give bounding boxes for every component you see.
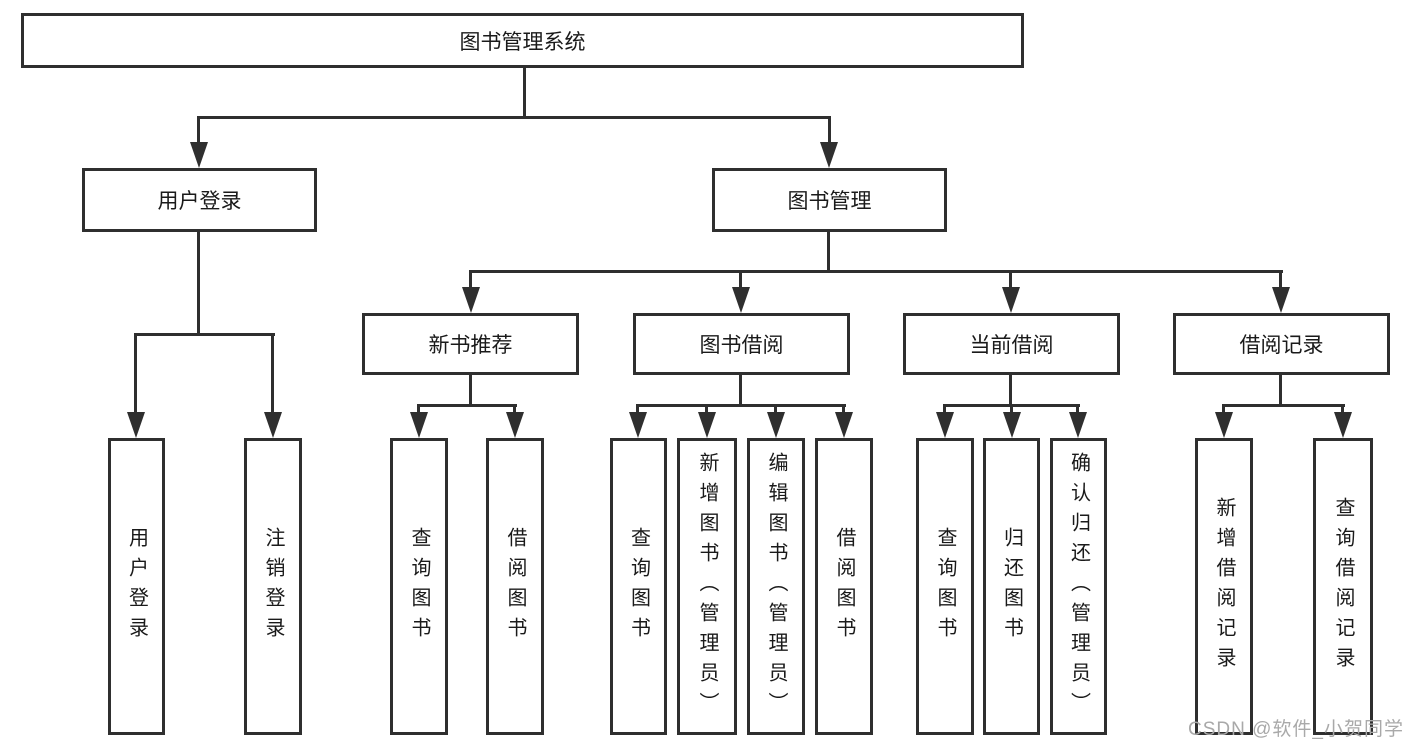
connector-line xyxy=(523,68,526,118)
leaf-user-login-label: 用户登录 xyxy=(125,526,148,647)
arrow-down-icon xyxy=(190,142,208,168)
connector-line xyxy=(1222,404,1225,414)
arrow-down-icon xyxy=(1215,412,1233,438)
csdn-watermark: CSDN @软件_小贺同学 xyxy=(1188,719,1404,740)
leaf-current-return: 归还图书 xyxy=(983,438,1040,735)
connector-line xyxy=(739,270,742,289)
leaf-newbook-query: 查询图书 xyxy=(390,438,448,735)
node-book-borrow-label: 图书借阅 xyxy=(699,334,784,357)
connector-line xyxy=(739,375,742,406)
connector-line xyxy=(842,404,845,414)
node-user-login-label: 用户登录 xyxy=(157,190,242,213)
leaf-newbook-borrow: 借阅图书 xyxy=(486,438,544,735)
arrow-down-icon xyxy=(698,412,716,438)
connector-line xyxy=(469,270,1283,273)
leaf-borrow-query: 查询图书 xyxy=(610,438,667,735)
leaf-current-return-label: 归还图书 xyxy=(1000,526,1023,647)
arrow-down-icon xyxy=(1002,287,1020,313)
leaf-borrow-add: 新增图书（管理员） xyxy=(677,438,737,735)
arrow-down-icon xyxy=(1272,287,1290,313)
arrow-down-icon xyxy=(1069,412,1087,438)
connector-line xyxy=(197,116,200,144)
leaf-borrow-edit-label: 编辑图书（管理员） xyxy=(765,451,787,722)
connector-line xyxy=(705,404,708,414)
arrow-down-icon xyxy=(629,412,647,438)
arrow-down-icon xyxy=(835,412,853,438)
connector-line xyxy=(1010,404,1013,414)
node-book-borrow: 图书借阅 xyxy=(633,313,850,375)
leaf-borrow-add-label: 新增图书（管理员） xyxy=(696,451,718,722)
arrow-down-icon xyxy=(1003,412,1021,438)
node-current-borrow-label: 当前借阅 xyxy=(969,334,1054,357)
leaf-newbook-borrow-label: 借阅图书 xyxy=(504,526,526,647)
arrow-down-icon xyxy=(410,412,428,438)
node-root-label: 图书管理系统 xyxy=(459,30,586,54)
node-borrow-record-label: 借阅记录 xyxy=(1239,334,1324,357)
leaf-borrow-borrow: 借阅图书 xyxy=(815,438,873,735)
node-book-mgmt-label: 图书管理 xyxy=(787,190,872,213)
connector-line xyxy=(827,232,830,272)
leaf-current-query: 查询图书 xyxy=(916,438,974,735)
node-current-borrow: 当前借阅 xyxy=(903,313,1120,375)
connector-line xyxy=(197,232,200,335)
connector-line xyxy=(1009,375,1012,406)
connector-line xyxy=(469,270,472,289)
connector-line xyxy=(828,116,831,144)
leaf-current-confirm-label: 确认归还（管理员） xyxy=(1067,451,1090,722)
connector-line xyxy=(1341,404,1344,414)
node-new-book-rec-label: 新书推荐 xyxy=(428,334,513,357)
connector-line xyxy=(271,333,274,414)
leaf-user-login: 用户登录 xyxy=(108,438,165,735)
connector-line xyxy=(1279,270,1282,289)
connector-line xyxy=(197,116,831,119)
arrow-down-icon xyxy=(127,412,145,438)
connector-line xyxy=(636,404,846,407)
connector-line xyxy=(417,404,517,407)
node-root: 图书管理系统 xyxy=(21,13,1024,68)
leaf-borrow-edit: 编辑图书（管理员） xyxy=(747,438,805,735)
arrow-down-icon xyxy=(462,287,480,313)
arrow-down-icon xyxy=(1334,412,1352,438)
node-new-book-rec: 新书推荐 xyxy=(362,313,579,375)
connector-line xyxy=(636,404,639,414)
leaf-logout-label: 注销登录 xyxy=(262,526,284,647)
arrow-down-icon xyxy=(732,287,750,313)
leaf-borrow-query-label: 查询图书 xyxy=(627,526,650,647)
connector-line xyxy=(943,404,946,414)
connector-line xyxy=(134,333,275,336)
node-book-mgmt: 图书管理 xyxy=(712,168,947,232)
connector-line xyxy=(774,404,777,414)
arrow-down-icon xyxy=(936,412,954,438)
connector-line xyxy=(1222,404,1345,407)
leaf-logout: 注销登录 xyxy=(244,438,302,735)
arrow-down-icon xyxy=(506,412,524,438)
leaf-newbook-query-label: 查询图书 xyxy=(408,526,430,647)
arrow-down-icon xyxy=(264,412,282,438)
leaf-record-query: 查询借阅记录 xyxy=(1313,438,1373,735)
leaf-record-query-label: 查询借阅记录 xyxy=(1332,496,1354,677)
connector-line xyxy=(417,404,420,414)
arrow-down-icon xyxy=(767,412,785,438)
connector-line xyxy=(1009,270,1012,289)
arrow-down-icon xyxy=(820,142,838,168)
node-user-login: 用户登录 xyxy=(82,168,317,232)
connector-line xyxy=(134,333,137,414)
connector-line xyxy=(513,404,516,414)
connector-line xyxy=(1076,404,1079,414)
leaf-current-query-label: 查询图书 xyxy=(934,526,956,647)
connector-line xyxy=(469,375,472,406)
leaf-record-add: 新增借阅记录 xyxy=(1195,438,1253,735)
leaf-record-add-label: 新增借阅记录 xyxy=(1213,496,1235,677)
leaf-current-confirm: 确认归还（管理员） xyxy=(1050,438,1107,735)
leaf-borrow-borrow-label: 借阅图书 xyxy=(833,526,855,647)
node-borrow-record: 借阅记录 xyxy=(1173,313,1390,375)
connector-line xyxy=(1279,375,1282,406)
